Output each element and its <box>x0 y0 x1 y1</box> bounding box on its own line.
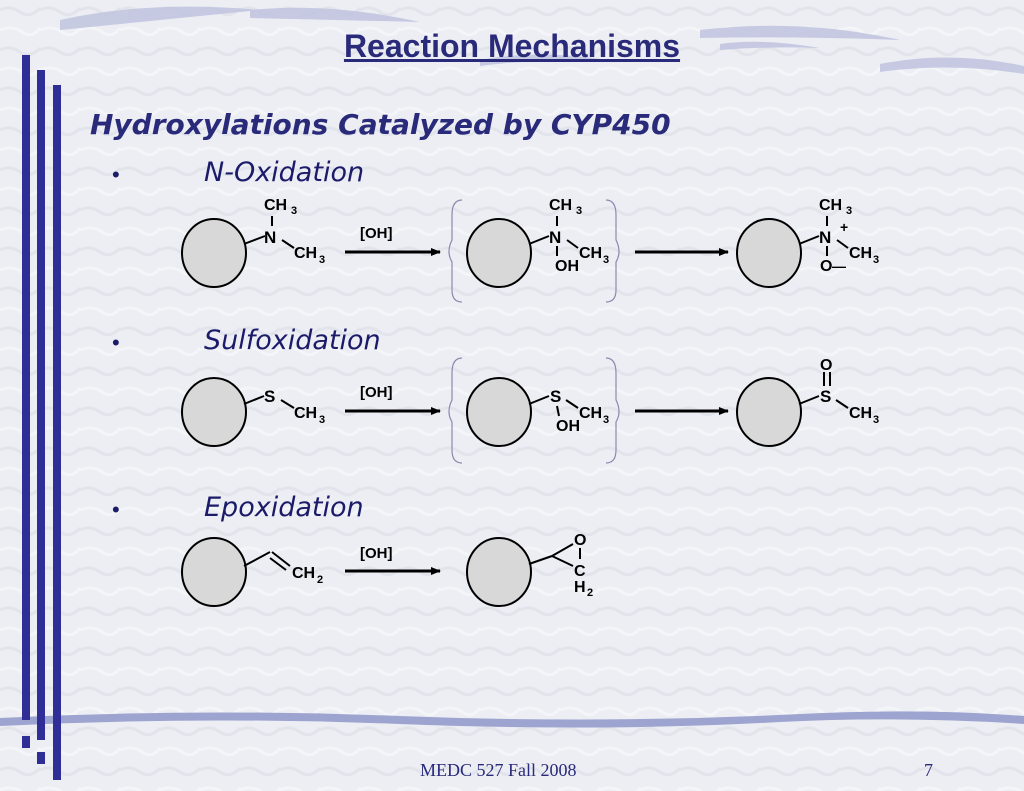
substrate-ring <box>736 377 802 447</box>
accent-bar-middle <box>37 70 45 740</box>
svg-text:3: 3 <box>291 205 297 217</box>
svg-text:[OH]: [OH] <box>360 384 393 401</box>
slide-title: Reaction Mechanisms <box>343 28 681 64</box>
substrate-ring <box>466 377 532 447</box>
slide-subtitle: Hydroxylations Catalyzed by CYP450 <box>90 108 671 141</box>
substrate-ring <box>736 218 802 288</box>
svg-text:O: O <box>820 258 832 275</box>
svg-text:CH: CH <box>549 197 572 214</box>
footer-page-number: 7 <box>924 760 933 780</box>
bullet-epoxidation: Epoxidation <box>204 492 364 523</box>
reaction-arrow-oh: [OH] <box>345 225 441 256</box>
svg-text:2: 2 <box>317 574 323 586</box>
svg-text:CH: CH <box>849 405 872 422</box>
substrate-ring <box>466 218 532 288</box>
svg-text:CH: CH <box>579 245 602 262</box>
bracket-left <box>448 199 463 303</box>
accent-bar-left <box>22 55 30 720</box>
bullet-marker: • <box>112 330 120 355</box>
reaction-arrow-oh: [OH] <box>345 545 441 575</box>
svg-text:[OH]: [OH] <box>360 545 393 562</box>
substrate-ring <box>181 218 247 288</box>
substrate-ring <box>181 377 247 447</box>
bottom-swoosh-decoration <box>0 711 1024 728</box>
svg-text:O: O <box>574 532 586 549</box>
svg-text:CH: CH <box>819 197 842 214</box>
svg-text:S: S <box>550 387 561 406</box>
svg-text:CH: CH <box>292 565 315 582</box>
svg-text:S: S <box>820 387 831 406</box>
svg-text:—: — <box>832 258 846 274</box>
svg-text:S: S <box>264 387 275 406</box>
svg-text:CH: CH <box>294 245 317 262</box>
svg-text:3: 3 <box>873 414 879 426</box>
bracket-right <box>605 357 620 464</box>
svg-text:3: 3 <box>846 205 852 217</box>
svg-text:3: 3 <box>873 254 879 266</box>
svg-text:OH: OH <box>555 258 579 275</box>
accent-bar-right <box>53 85 61 770</box>
svg-text:O: O <box>820 357 832 374</box>
bullet-sulfoxidation: Sulfoxidation <box>204 325 381 356</box>
bullet-marker: • <box>112 497 120 522</box>
svg-text:CH: CH <box>579 405 602 422</box>
bullet-marker: • <box>112 162 120 187</box>
svg-text:OH: OH <box>556 418 580 435</box>
svg-text:2: 2 <box>587 587 593 599</box>
svg-text:N: N <box>819 228 831 247</box>
svg-text:CH: CH <box>264 197 287 214</box>
svg-text:3: 3 <box>576 205 582 217</box>
bracket-right <box>605 199 620 303</box>
reaction-arrow-oh: [OH] <box>345 384 441 415</box>
svg-text:CH: CH <box>849 245 872 262</box>
bracket-left <box>448 357 463 464</box>
bullet-n-oxidation: N-Oxidation <box>204 157 365 188</box>
svg-text:[OH]: [OH] <box>360 225 393 242</box>
svg-text:H: H <box>574 579 586 596</box>
top-swoosh-decoration <box>60 6 1024 74</box>
svg-text:3: 3 <box>319 414 325 426</box>
substrate-ring <box>466 537 532 607</box>
substrate-ring <box>181 537 247 607</box>
svg-text:CH: CH <box>294 405 317 422</box>
svg-text:3: 3 <box>603 414 609 426</box>
svg-text:3: 3 <box>319 254 325 266</box>
svg-text:+: + <box>840 219 848 235</box>
svg-text:N: N <box>549 228 561 247</box>
nitrogen-atom: N <box>264 228 276 247</box>
footer-course: MEDC 527 Fall 2008 <box>420 760 577 780</box>
svg-text:C: C <box>574 563 586 580</box>
svg-text:3: 3 <box>603 254 609 266</box>
